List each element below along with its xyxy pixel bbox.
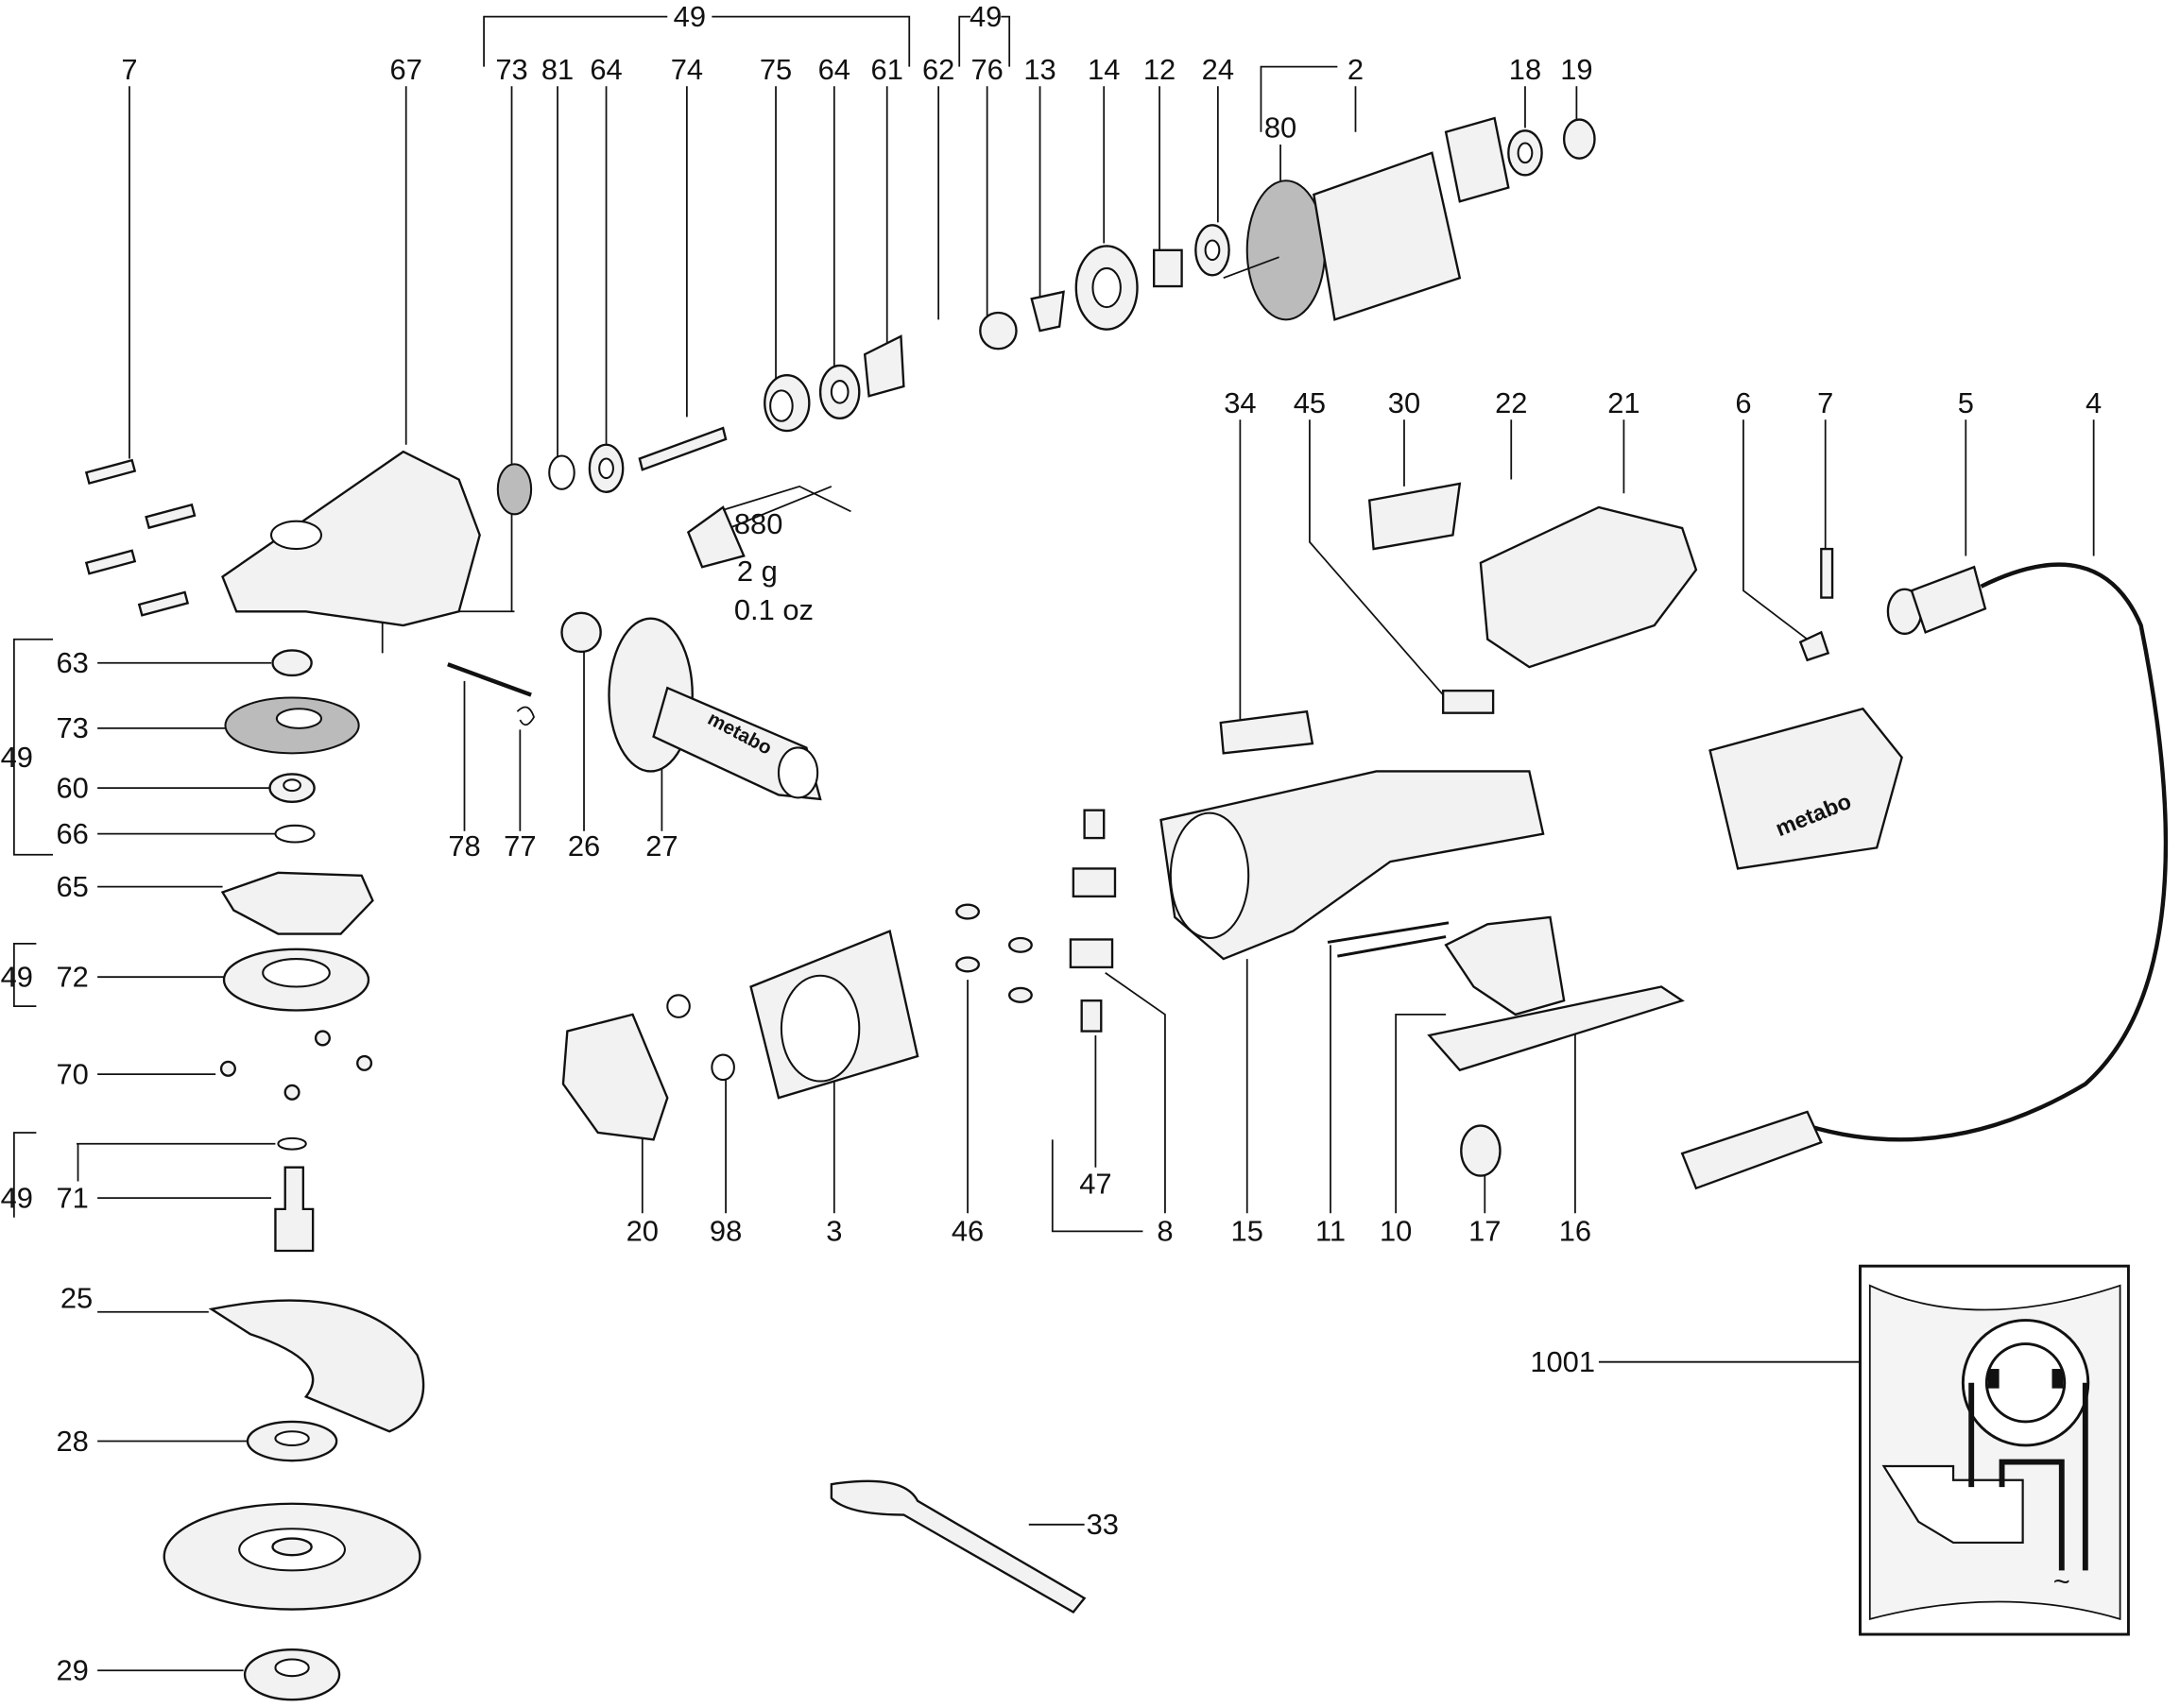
part-label-47: 47: [1079, 1168, 1111, 1201]
part-label-7: 7: [121, 53, 137, 86]
part-label-60: 60: [56, 771, 88, 804]
part-label-65: 65: [56, 870, 88, 903]
fan-nut-76: [979, 311, 1018, 350]
wheel-guard-25: [208, 1299, 425, 1433]
part-label-62: 62: [922, 53, 954, 86]
part-label-49: 49: [1, 1181, 33, 1214]
part-label-7: 7: [1817, 386, 1833, 419]
pinion-73: [496, 463, 533, 516]
part-label-6: 6: [1735, 386, 1751, 419]
part-label-81: 81: [541, 53, 574, 86]
part-label-13: 13: [1023, 53, 1056, 86]
part-label-25: 25: [60, 1281, 93, 1314]
part-label-70: 70: [56, 1057, 88, 1090]
part-label-33: 33: [1087, 1508, 1119, 1541]
part-label-80: 80: [1264, 111, 1296, 145]
part-label-49: 49: [1, 741, 33, 774]
part-label-14: 14: [1088, 53, 1120, 86]
grease-amount-oz: 0.1 oz: [734, 593, 814, 626]
part-label-71: 71: [56, 1181, 88, 1214]
part-label-26: 26: [568, 829, 600, 863]
ac-symbol: ~: [2053, 1564, 2070, 1597]
part-label-75: 75: [760, 53, 792, 86]
part-label-22: 22: [1495, 386, 1527, 419]
side-handle-27: [608, 617, 822, 801]
part-label-5: 5: [1958, 386, 1974, 419]
part-label-10: 10: [1380, 1215, 1412, 1248]
screw-part-7: [84, 458, 197, 617]
housing-cover: [1708, 707, 1903, 870]
part-label-18: 18: [1509, 53, 1541, 86]
part-label-4: 4: [2086, 386, 2102, 419]
screws-70: [219, 1030, 373, 1101]
part-label-20: 20: [627, 1215, 659, 1248]
part-label-34: 34: [1224, 386, 1256, 419]
part-label-17: 17: [1468, 1215, 1501, 1248]
part-label-49: 49: [674, 0, 706, 33]
part-label-61: 61: [871, 53, 903, 86]
part-label-67: 67: [390, 53, 422, 86]
part-label-27: 27: [645, 829, 678, 863]
part-label-72: 72: [56, 960, 88, 993]
armature-2: [1223, 116, 1510, 321]
part-label-16: 16: [1559, 1215, 1591, 1248]
part-label-49: 49: [1, 960, 33, 993]
part-label-46: 46: [952, 1215, 984, 1248]
part-label-74: 74: [671, 53, 703, 86]
part-label-12: 12: [1143, 53, 1176, 86]
part-label-64: 64: [590, 53, 622, 86]
part-label-28: 28: [56, 1425, 88, 1458]
part-label-2: 2: [1347, 53, 1364, 86]
part-label-11: 11: [1315, 1215, 1346, 1248]
part-label-15: 15: [1231, 1215, 1263, 1248]
grease-amount-g: 2 g: [737, 555, 778, 588]
connectors-46: [955, 903, 1033, 1003]
pin-wrench-33: [830, 1479, 1087, 1614]
parts: [84, 116, 2169, 1701]
part-label-1001: 1001: [1530, 1345, 1595, 1378]
part-label-66: 66: [56, 817, 88, 850]
part-label-73: 73: [495, 53, 527, 86]
part-label-77: 77: [504, 829, 536, 863]
gear-housing-67: [221, 450, 481, 627]
part-label-30: 30: [1388, 386, 1420, 419]
part-label-76: 76: [970, 53, 1003, 86]
part-label-3: 3: [826, 1215, 842, 1248]
part-label-24: 24: [1202, 53, 1234, 86]
part-label-64: 64: [818, 53, 850, 86]
part-label-19: 19: [1560, 53, 1592, 86]
wiring-inset-1001: ~: [1859, 1264, 2130, 1636]
part-label-49: 49: [970, 0, 1002, 33]
part-label-63: 63: [56, 646, 88, 679]
part-label-29: 29: [56, 1654, 88, 1687]
part-label-45: 45: [1294, 386, 1326, 419]
part-label-8: 8: [1157, 1215, 1173, 1248]
grease-part-number: 880: [734, 507, 783, 540]
part-label-78: 78: [448, 829, 480, 863]
part-label-73: 73: [56, 711, 88, 744]
part-label-98: 98: [710, 1215, 742, 1248]
part-label-21: 21: [1607, 386, 1639, 419]
